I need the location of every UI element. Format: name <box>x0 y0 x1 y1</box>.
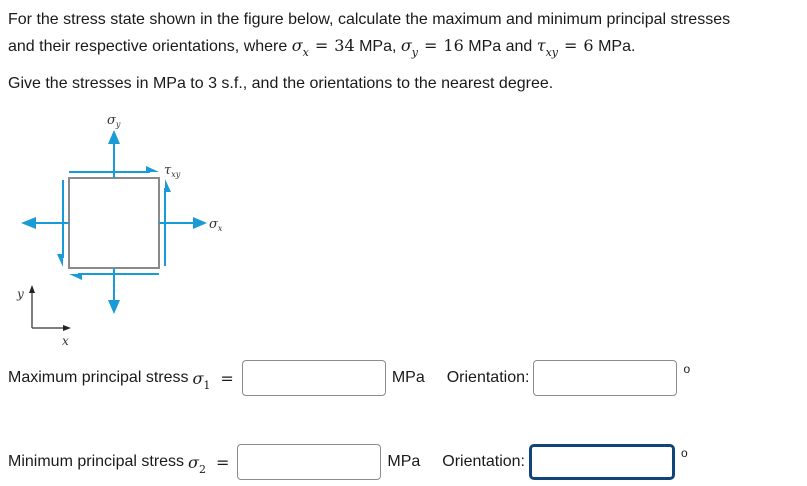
sigma-1-symbol: σ1 <box>192 368 211 392</box>
max-stress-input[interactable] <box>241 360 386 396</box>
tau-xy-symbol: τxy <box>536 36 559 59</box>
question-line-2: and their respective orientations, where… <box>8 33 635 61</box>
equals-sign: = <box>215 452 230 472</box>
tau-xy-label: τxy <box>164 163 181 179</box>
equals-sign: = <box>220 368 234 388</box>
max-stress-unit: MPa <box>391 369 425 386</box>
sigma-x-arrow-right-icon <box>159 217 207 229</box>
min-stress-unit: MPa <box>387 453 421 470</box>
stress-element-figure: σy τxy σx y x <box>16 113 223 348</box>
sigma-y-value: 16 <box>443 36 464 55</box>
question-line-1: For the stress state shown in the figure… <box>8 11 731 28</box>
min-orientation-label: Orientation: <box>442 453 525 470</box>
sigma-x-arrow-left-icon <box>21 217 69 229</box>
max-stress-label: Maximum principal stress <box>8 369 189 386</box>
axis-x-label: x <box>62 334 69 348</box>
degree-symbol: o <box>683 362 691 376</box>
question-line-2-prefix: and their respective orientations, where <box>8 38 292 55</box>
equals-sign: = <box>424 36 438 55</box>
instruction-text: Give the stresses in MPa to 3 s.f., and … <box>8 75 554 92</box>
answer-row-max: Maximum principal stress σ1 = MPa Orient… <box>8 360 690 396</box>
sigma-x-value: 34 <box>334 36 355 55</box>
xy-axes-icon <box>29 285 71 331</box>
sigma-y-symbol: σy <box>400 36 419 59</box>
stress-element-square <box>68 177 160 269</box>
sigma-y-unit: MPa and <box>468 38 533 55</box>
tau-xy-shear-left-icon <box>57 180 64 267</box>
sigma-x-symbol: σx <box>291 36 309 59</box>
tau-xy-shear-right-icon <box>164 179 171 266</box>
tau-xy-value: 6 <box>583 36 594 55</box>
sigma-y-arrow-up-icon <box>108 130 120 178</box>
tau-xy-shear-top-icon <box>69 166 159 173</box>
min-stress-input[interactable] <box>237 444 382 480</box>
axis-y-label: y <box>16 287 24 301</box>
degree-symbol: o <box>681 446 688 460</box>
max-orientation-label: Orientation: <box>446 369 530 386</box>
tau-xy-unit: MPa. <box>598 38 636 55</box>
answer-row-min: Minimum principal stress σ2 = MPa Orient… <box>8 444 688 480</box>
min-stress-label: Minimum principal stress <box>8 453 185 470</box>
sigma-y-label: σy <box>107 113 121 129</box>
tau-xy-shear-bottom-icon <box>69 273 159 280</box>
sigma-x-label: σx <box>209 217 223 233</box>
equals-sign: = <box>314 36 329 55</box>
equals-sign: = <box>564 36 578 55</box>
sigma-x-unit: MPa, <box>359 38 397 55</box>
min-orientation-input[interactable] <box>529 444 675 480</box>
max-orientation-input[interactable] <box>533 360 678 396</box>
sigma-2-symbol: σ2 <box>188 452 206 476</box>
